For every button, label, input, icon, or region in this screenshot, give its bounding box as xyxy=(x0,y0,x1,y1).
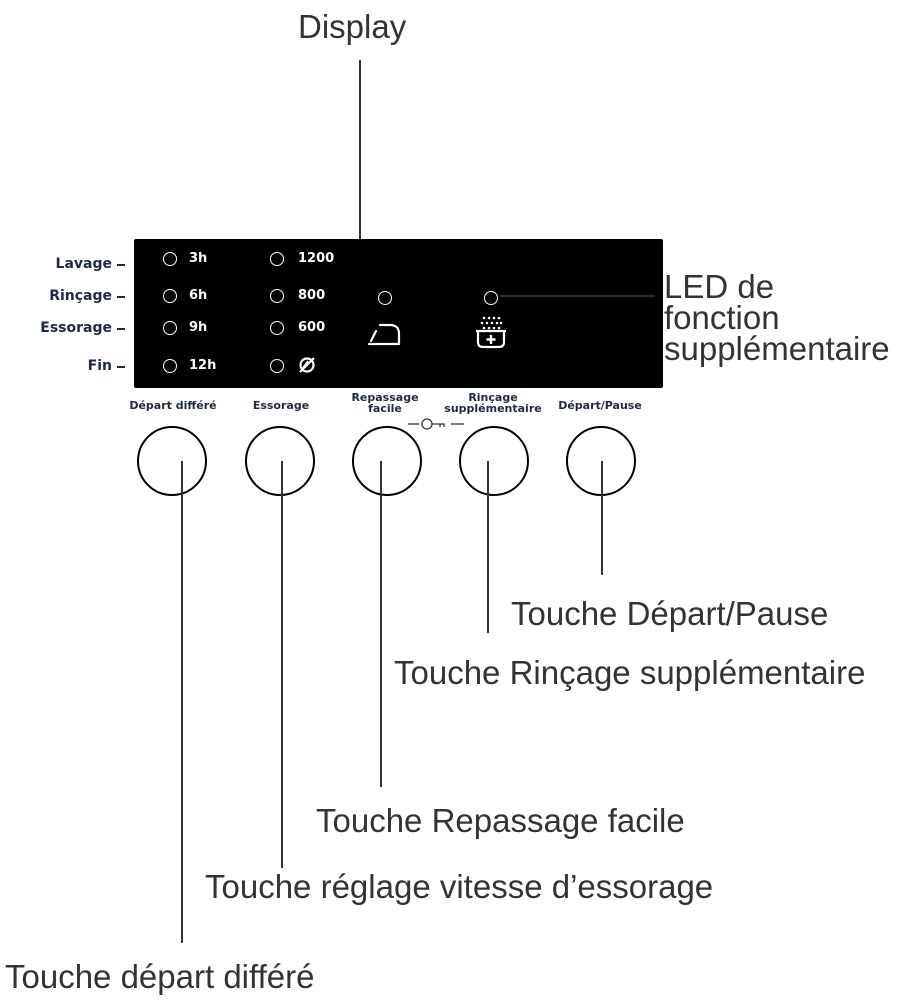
delay-led-9h xyxy=(163,321,177,335)
rincage-label-line-2: supplémentaire xyxy=(444,402,542,415)
delay-label-9h: 9h xyxy=(189,320,208,335)
spin-led-nospin xyxy=(270,359,284,373)
row-label-rincage: Rinçage xyxy=(49,288,112,304)
delay-led-12h xyxy=(163,359,177,373)
essorage-button[interactable] xyxy=(245,426,315,496)
row-label-fin: Fin xyxy=(87,358,112,374)
extra-rinse-led xyxy=(484,291,498,305)
repassage-label-line-2: facile xyxy=(368,402,402,415)
delay-label-12h: 12h xyxy=(189,358,217,373)
repassage-label: Repassage facile xyxy=(330,392,440,414)
led-leader-line xyxy=(500,295,655,297)
no-spin-icon xyxy=(299,357,315,373)
iron-icon xyxy=(367,323,401,346)
row-label-lavage: Lavage xyxy=(55,256,112,272)
repassage-callout: Touche Repassage facile xyxy=(316,802,685,839)
essorage-callout: Touche réglage vitesse d’essorage xyxy=(205,868,714,905)
repassage-facile-button[interactable] xyxy=(352,426,422,496)
rincage-label-line-1: Rinçage xyxy=(468,391,518,404)
led-callout-line-1: LED de xyxy=(664,268,775,305)
spin-led-800 xyxy=(270,289,284,303)
depart-pause-leader-line xyxy=(601,461,603,575)
led-callout-line-2: fonction xyxy=(664,299,780,336)
depart-differe-leader-line xyxy=(181,461,183,943)
iron-led xyxy=(378,291,392,305)
delay-label-3h: 3h xyxy=(189,251,208,266)
row-dash xyxy=(117,328,125,330)
rincage-supplementaire-button[interactable] xyxy=(459,426,529,496)
spin-label-1200: 1200 xyxy=(298,251,335,266)
repassage-label-line-1: Repassage xyxy=(351,391,419,404)
repassage-leader-line xyxy=(380,461,382,787)
depart-pause-callout: Touche Départ/Pause xyxy=(511,595,829,632)
rincage-label: Rinçage supplémentaire xyxy=(438,392,548,414)
delay-led-6h xyxy=(163,289,177,303)
row-label-essorage: Essorage xyxy=(40,320,112,336)
extra-rinse-icon xyxy=(476,316,506,349)
spin-led-600 xyxy=(270,321,284,335)
delay-led-3h xyxy=(163,252,177,266)
led-callout: LED de fonction supplémentaire xyxy=(664,268,890,367)
depart-differe-label: Départ différé xyxy=(129,399,217,412)
key-icon xyxy=(408,418,464,430)
spin-label-600: 600 xyxy=(298,320,326,335)
row-dash xyxy=(117,366,125,368)
essorage-leader-line xyxy=(281,461,283,868)
depart-differe-callout: Touche départ différé xyxy=(5,958,315,995)
essorage-label: Essorage xyxy=(252,399,310,412)
row-dash xyxy=(117,264,125,266)
led-callout-line-3: supplémentaire xyxy=(664,330,890,367)
display-panel: 3h 6h 9h 12h 1200 800 600 xyxy=(134,239,663,388)
rincage-callout: Touche Rinçage supplémentaire xyxy=(394,654,866,691)
depart-pause-label: Départ/Pause xyxy=(558,399,642,412)
delay-label-6h: 6h xyxy=(189,288,208,303)
display-leader-line xyxy=(359,60,361,260)
spin-label-800: 800 xyxy=(298,288,326,303)
spin-led-1200 xyxy=(270,252,284,266)
depart-differe-button[interactable] xyxy=(137,426,207,496)
rincage-leader-line xyxy=(487,461,489,633)
display-callout: Display xyxy=(298,8,407,45)
row-dash xyxy=(117,296,125,298)
